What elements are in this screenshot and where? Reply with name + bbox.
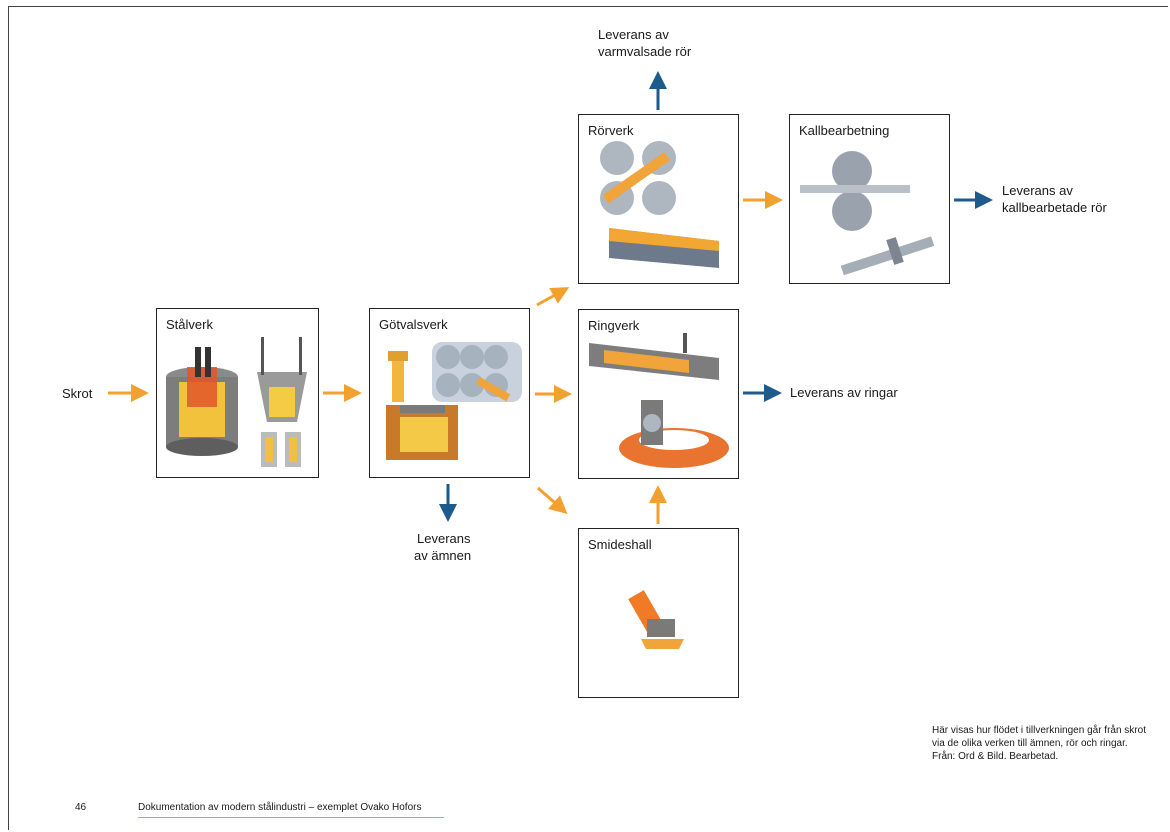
forge-illustration	[628, 590, 684, 649]
page-frame	[8, 6, 1168, 830]
box-ringverk: Ringverk	[578, 309, 739, 479]
box-gotvalsverk: Götvalsverk	[369, 308, 530, 478]
box-rorverk: Rörverk	[578, 114, 739, 284]
box-title-smideshall: Smideshall	[588, 537, 652, 552]
delivery-kallbearbetade-line1: Leverans av	[1002, 183, 1073, 198]
delivery-varmvalsade-line1: Leverans av	[598, 27, 669, 42]
delivery-ringar: Leverans av ringar	[790, 385, 898, 400]
footer-underline	[138, 817, 444, 818]
page-number: 46	[75, 802, 87, 813]
box-title-kallbearbetning: Kallbearbetning	[799, 123, 890, 138]
box-title-stalverk: Stålverk	[166, 317, 213, 332]
arrow-gotvalsverk-to-smideshall	[537, 486, 568, 514]
box-smideshall: Smideshall	[578, 528, 739, 698]
furnace-illustration	[166, 337, 307, 467]
rolling-mill-illustration	[386, 342, 522, 460]
box-stalverk: Stålverk	[156, 308, 319, 478]
pipe-mill-illustration	[600, 141, 719, 268]
delivery-amnen-line1: Leverans	[417, 531, 471, 546]
input-skrot: Skrot	[62, 386, 93, 401]
delivery-varmvalsade-line2: varmvalsade rör	[598, 44, 692, 59]
ring-mill-illustration	[589, 333, 729, 468]
cold-working-illustration	[800, 151, 935, 276]
box-title-gotvalsverk: Götvalsverk	[379, 317, 448, 332]
delivery-kallbearbetade-line2: kallbearbetade rör	[1002, 200, 1107, 215]
figure-caption: Här visas hur flödet i tillverkningen gå…	[932, 725, 1146, 762]
footer-title: Dokumentation av modern stålindustri – e…	[138, 802, 422, 813]
arrow-gotvalsverk-to-rorverk	[536, 287, 570, 307]
box-kallbearbetning: Kallbearbetning	[789, 114, 950, 284]
box-title-ringverk: Ringverk	[588, 318, 640, 333]
box-title-rorverk: Rörverk	[588, 123, 634, 138]
delivery-amnen-line2: av ämnen	[414, 548, 472, 563]
